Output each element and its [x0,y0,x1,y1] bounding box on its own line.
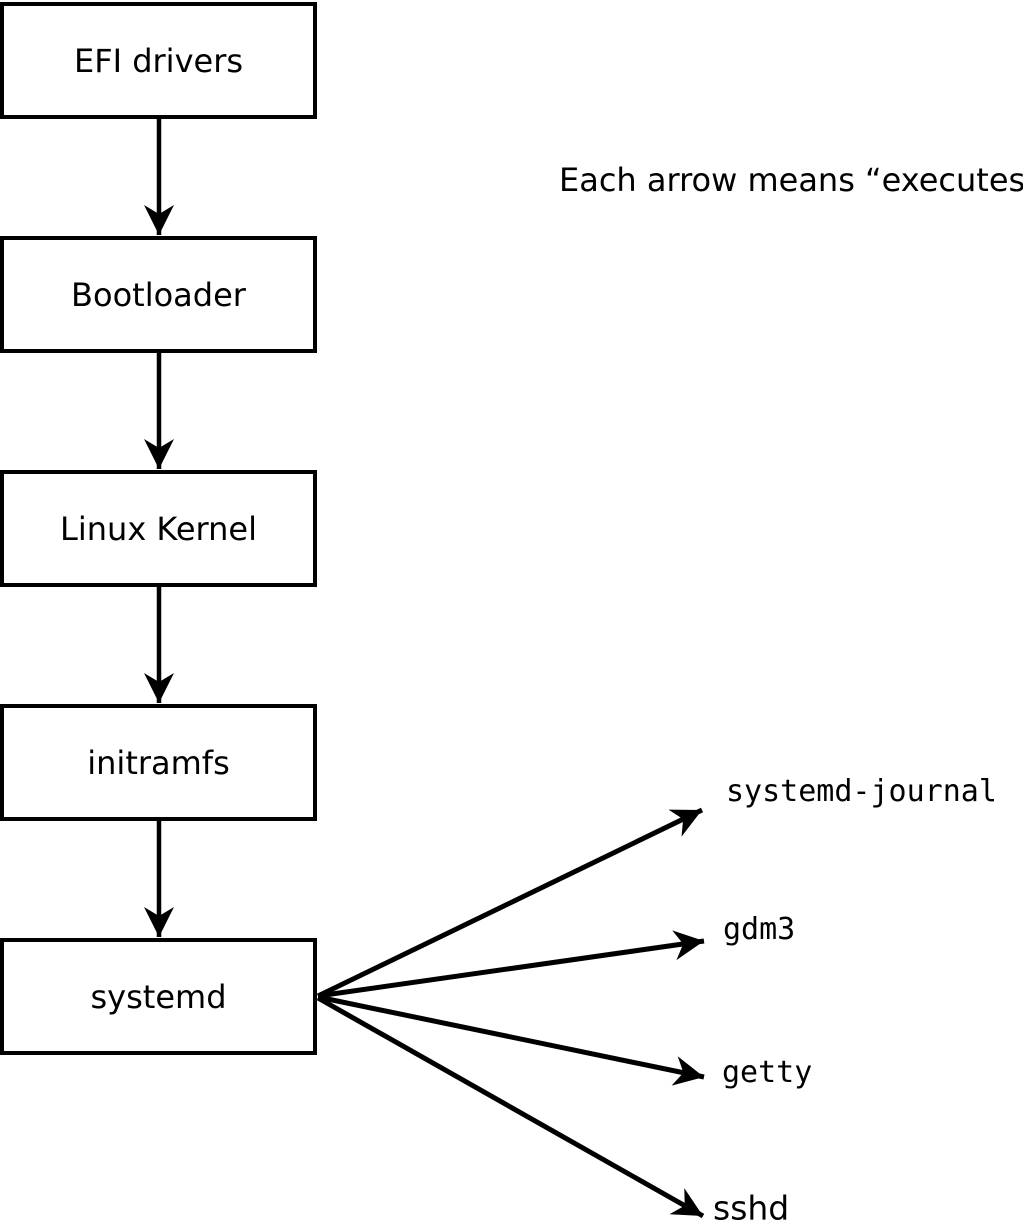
legend-note: Each arrow means “executes”. [559,161,1023,199]
node-label: initramfs [87,743,230,782]
node-efi-drivers: EFI drivers [0,2,317,119]
node-label: systemd [90,977,227,1016]
node-systemd: systemd [0,938,317,1055]
process-label-gdm3: gdm3 [723,912,796,947]
node-bootloader: Bootloader [0,236,317,353]
arrow-systemd-to-sshd [316,995,705,1219]
node-linux-kernel: Linux Kernel [0,470,317,587]
process-label-systemd-journal: systemd-journal [726,774,997,809]
node-label: EFI drivers [73,41,244,80]
process-label-sshd: sshd [713,1188,790,1228]
node-label: Bootloader [71,275,246,314]
process-label-getty: getty [722,1055,813,1090]
node-initramfs: initramfs [0,704,317,821]
arrow-systemd-to-journal [316,807,704,999]
arrow-systemd-to-gdm3 [317,930,705,999]
node-label: Linux Kernel [60,509,257,548]
arrow-systemd-to-getty [317,994,705,1086]
